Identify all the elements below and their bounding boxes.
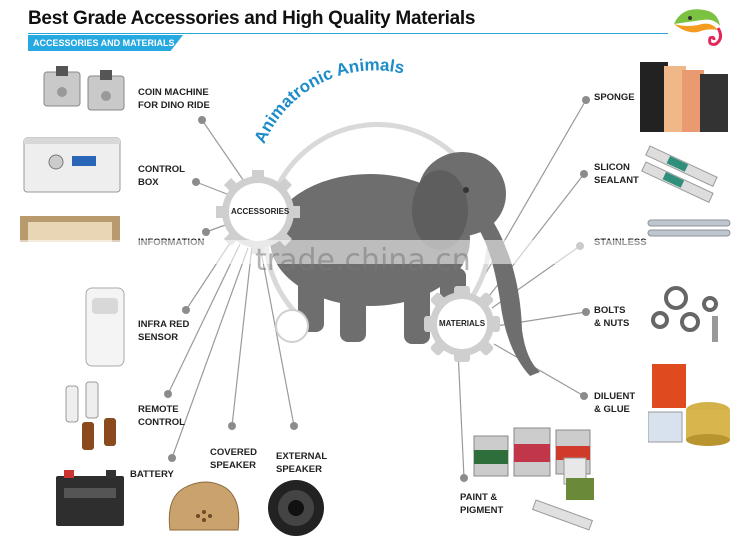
accessories-hub-label: ACCESSORIES (231, 207, 290, 216)
paint-pigment-image (473, 427, 594, 531)
paint-pigment-label: PAINT & PIGMENT (460, 492, 504, 516)
chameleon-logo-icon (674, 9, 723, 46)
accessories-gear-icon (216, 170, 300, 254)
coin-machine-label: COIN MACHINE FOR DINO RIDE (138, 87, 210, 111)
diluent-glue-label: DILUENT & GLUE (594, 391, 636, 415)
center-title: Animatronic Animals (250, 55, 406, 146)
materials-gear-icon (424, 286, 500, 362)
bolts-nuts-label: BOLTS & NUTS (594, 305, 630, 329)
remote-control-label: REMOTE CONTROL (138, 404, 185, 428)
section-badge: ACCESSORIES AND MATERIALS (28, 35, 183, 51)
page-title: Best Grade Accessories and High Quality … (28, 8, 476, 29)
bolts-nuts-image (651, 286, 718, 342)
ring-node (275, 309, 309, 343)
battery-image (56, 470, 124, 526)
diluent-glue-image (648, 364, 730, 446)
watermark-text: trade.china.cn (255, 243, 471, 278)
battery-label: BATTERY (130, 469, 174, 480)
connector-dots (164, 96, 590, 482)
coin-machine-image (43, 66, 125, 111)
covered-speaker-label: COVERED SPEAKER (210, 447, 257, 471)
infra-red-sensor-label: INFRA RED SENSOR (138, 319, 190, 343)
watermark-band (0, 240, 750, 264)
slicon-sealant-label: SLICON SEALANT (594, 162, 639, 186)
external-speaker-image (268, 480, 324, 536)
information-board-image (20, 216, 120, 242)
covered-speaker-image (168, 481, 240, 531)
external-speaker-label: EXTERNAL SPEAKER (276, 451, 328, 475)
control-box-label: CONTROL BOX (138, 164, 185, 188)
silicon-sealant-image (641, 145, 718, 204)
title-divider (28, 33, 668, 34)
sponge-image (640, 62, 728, 132)
sponge-label: SPONGE (594, 92, 635, 103)
remote-control-image (65, 381, 116, 450)
control-box-image (23, 137, 121, 193)
infra-red-sensor-image (85, 287, 125, 367)
stainless-pipes-image (647, 219, 731, 237)
materials-hub-label: MATERIALS (438, 319, 486, 328)
